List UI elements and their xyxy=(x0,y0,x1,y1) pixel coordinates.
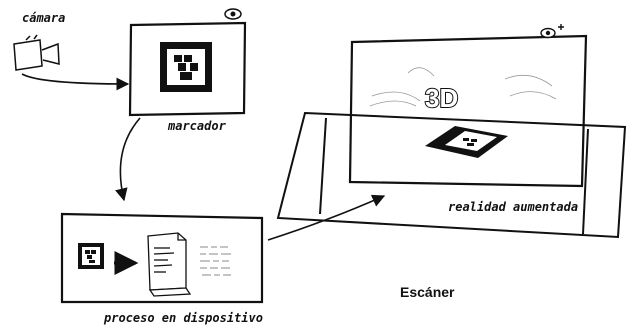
marker-card xyxy=(128,8,247,117)
marker-to-process-arrow xyxy=(115,117,141,202)
process-label: proceso en dispositivo xyxy=(103,311,263,325)
ar-scene-card: 3D xyxy=(348,24,588,188)
scanner-frame xyxy=(276,111,627,239)
scanner-label: Escáner xyxy=(400,284,455,300)
process-qr-icon xyxy=(78,243,104,269)
eye-icon xyxy=(224,8,242,20)
process-card xyxy=(60,212,264,304)
augmented-reality-label: realidad aumentada xyxy=(448,200,578,214)
server-icon xyxy=(147,232,192,297)
sketch-lines xyxy=(369,67,557,107)
camera-to-marker-arrow xyxy=(21,73,130,91)
marker-qr-icon xyxy=(160,42,212,92)
code-text-icon xyxy=(200,246,231,276)
camera-label: cámara xyxy=(22,11,65,25)
camera-icon xyxy=(13,34,60,71)
marker-label: marcador xyxy=(167,119,227,133)
process-to-ar-arrow xyxy=(267,194,386,241)
eye-plus-icon xyxy=(540,24,564,39)
3d-text: 3D xyxy=(425,83,458,113)
